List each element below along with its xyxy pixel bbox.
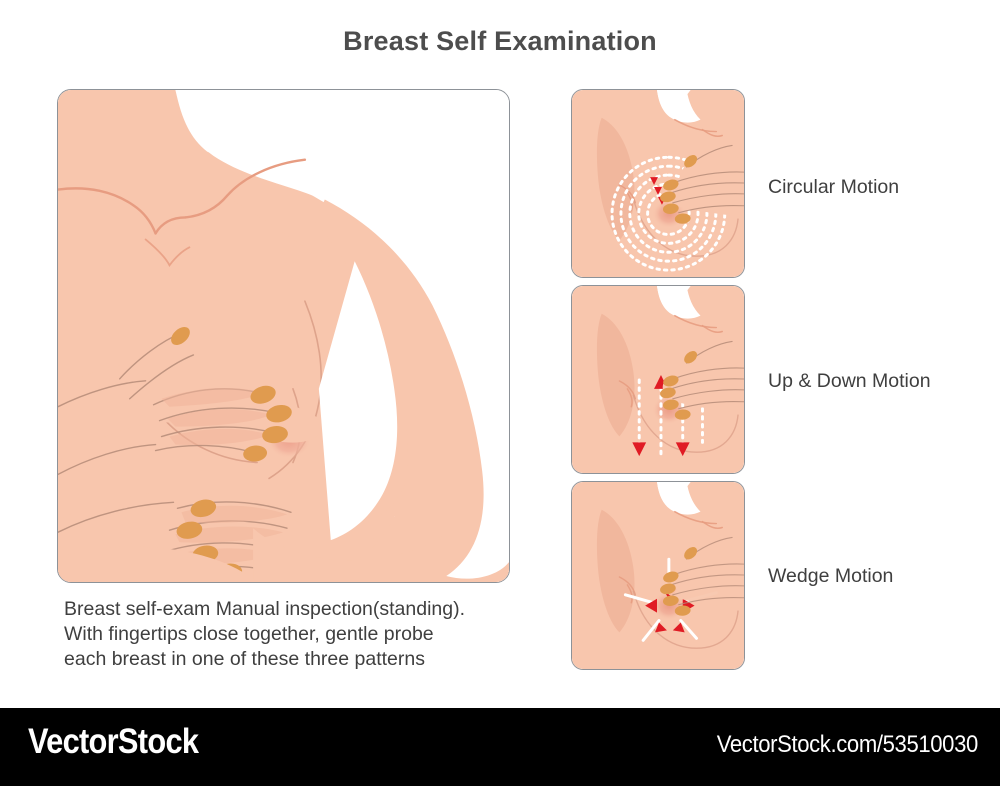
torso-waist xyxy=(58,546,258,582)
pattern-label-wedge: Wedge Motion xyxy=(768,565,894,587)
pattern-label-up-down: Up & Down Motion xyxy=(768,370,931,392)
caption-line-2: With fingertips close together, gentle p… xyxy=(64,623,434,645)
fingernails-upper xyxy=(171,327,292,462)
fingernails xyxy=(660,547,698,616)
main-illustration-panel xyxy=(57,89,510,583)
pattern-label-circular: Circular Motion xyxy=(768,176,900,198)
circular-motion-diagram xyxy=(572,90,744,277)
caption-line-1: Breast self-exam Manual inspection(stand… xyxy=(64,598,466,620)
arrow-from-lower-left xyxy=(655,622,667,633)
arrow-from-lower-right xyxy=(672,622,685,633)
footer-watermark-bar xyxy=(0,708,1000,786)
arrow-down xyxy=(632,442,647,457)
examining-hand xyxy=(660,535,744,616)
page-title: Breast Self Examination xyxy=(343,26,657,56)
arrow-from-left xyxy=(645,598,658,613)
fingernails xyxy=(660,155,698,224)
wedge-motion-diagram xyxy=(572,482,744,669)
arrow-down xyxy=(675,442,690,457)
fingernails xyxy=(660,351,698,420)
lower-hand xyxy=(58,492,309,581)
vectorstock-url: VectorStock.com/53510030 xyxy=(716,731,979,758)
breast-self-exam-standing-illustration xyxy=(58,90,509,582)
torso-lower xyxy=(253,528,443,582)
bent-arm xyxy=(306,193,509,582)
caption: Breast self-exam Manual inspection(stand… xyxy=(64,597,544,672)
pattern-panel-up-down xyxy=(571,285,745,474)
up-down-motion-diagram xyxy=(572,286,744,473)
upper-hand xyxy=(58,327,323,476)
examining-hand xyxy=(660,339,744,420)
neck-negative-space xyxy=(175,90,313,196)
pattern-panel-wedge xyxy=(571,481,745,670)
pattern-panel-circular xyxy=(571,89,745,278)
vectorstock-logo: VectorStock xyxy=(28,722,199,761)
caption-line-3: each breast in one of these three patter… xyxy=(64,648,425,670)
arm-gap-negative-space xyxy=(318,261,398,541)
collarbone-lines xyxy=(58,158,307,267)
examining-hand xyxy=(660,143,744,224)
